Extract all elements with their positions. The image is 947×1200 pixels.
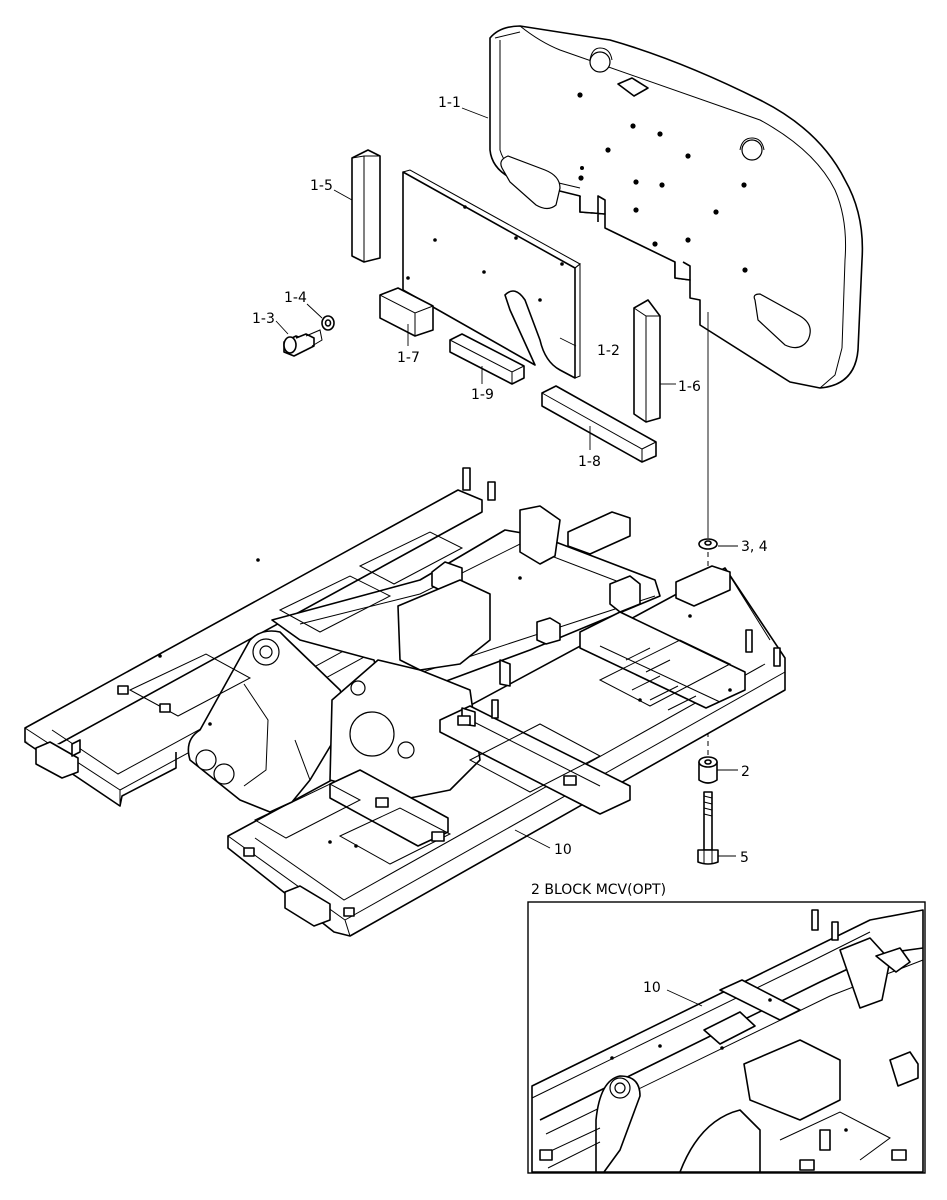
washer-3-4	[698, 538, 718, 550]
callout-3-4: 3, 4	[741, 539, 768, 555]
callout-1-9: 1-9	[471, 387, 494, 403]
block-1-9	[449, 333, 525, 385]
leader-lines	[275, 107, 738, 1007]
upper-frame	[24, 467, 786, 937]
callout-1-8: 1-8	[578, 454, 601, 470]
block-1-7	[379, 287, 434, 337]
callout-10: 10	[554, 842, 572, 858]
callout-2: 2	[741, 764, 750, 780]
counterweight-holes	[577, 92, 748, 273]
callout-1-4: 1-4	[284, 290, 307, 306]
bolt-5	[697, 791, 719, 865]
inset-callout-10: 10	[643, 980, 661, 996]
callout-1-6: 1-6	[678, 379, 701, 395]
callout-1-5: 1-5	[310, 178, 333, 194]
inset-title: 2 BLOCK MCV(OPT)	[531, 882, 666, 898]
callout-5: 5	[740, 850, 749, 866]
counterweight	[489, 25, 864, 389]
block-1-6	[633, 299, 661, 423]
callout-labels: 1-1 1-5 1-4 1-3 1-7 1-2 1-6 1-9 1-8 3, 4…	[252, 95, 768, 996]
bolt-1-3	[283, 329, 323, 357]
block-1-5	[351, 149, 381, 263]
washer-1-4	[321, 315, 335, 331]
callout-1-1: 1-1	[438, 95, 461, 111]
callout-1-2: 1-2	[597, 343, 620, 359]
callout-1-3: 1-3	[252, 311, 275, 327]
callout-1-7: 1-7	[397, 350, 420, 366]
inset-box	[527, 901, 926, 1174]
block-1-8	[541, 385, 657, 463]
spacer-2	[698, 756, 718, 784]
plate	[402, 169, 581, 379]
